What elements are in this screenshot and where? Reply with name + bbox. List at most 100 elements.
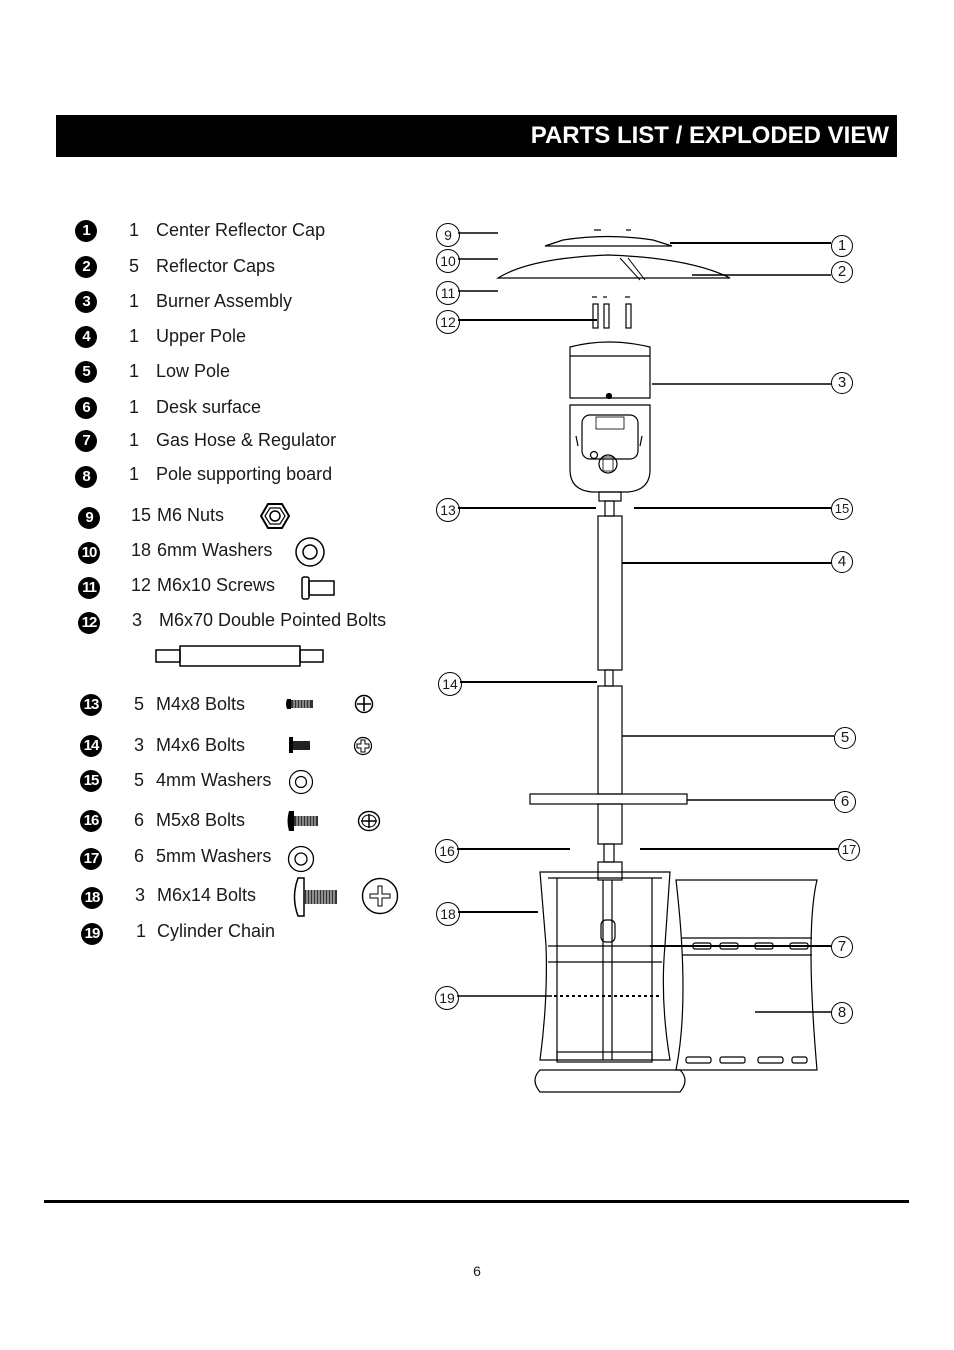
callout-5: 5 bbox=[834, 727, 856, 749]
part-name: M6 Nuts bbox=[157, 505, 225, 525]
part-name: M4x8 Bolts bbox=[156, 694, 246, 714]
part-number-badge: 18 bbox=[81, 887, 103, 909]
part-number-badge: 13 bbox=[80, 694, 102, 716]
callout-15: 15 bbox=[831, 498, 853, 520]
part-name: Pole supporting board bbox=[156, 464, 333, 484]
part-name: M4x6 Bolts bbox=[156, 735, 246, 755]
part-name: Center Reflector Cap bbox=[156, 220, 326, 240]
callout-18: 18 bbox=[436, 902, 460, 926]
part-number-badge: 7 bbox=[75, 430, 97, 452]
callout-16: 16 bbox=[435, 839, 459, 863]
part-number-badge: 15 bbox=[80, 770, 102, 792]
part-qty: 1 bbox=[129, 361, 140, 381]
part-number-badge: 5 bbox=[75, 361, 97, 383]
part-number-badge: 12 bbox=[78, 612, 100, 634]
callout-10: 10 bbox=[436, 249, 460, 273]
callout-7: 7 bbox=[831, 936, 853, 958]
screw-icon bbox=[301, 576, 335, 600]
part-name: 5mm Washers bbox=[156, 846, 272, 866]
part-name: Desk surface bbox=[156, 397, 262, 417]
burner-top-shape bbox=[569, 341, 651, 399]
phillips-head-icon bbox=[354, 694, 374, 714]
part-qty: 1 bbox=[129, 464, 140, 484]
burner-body-shape bbox=[569, 404, 651, 493]
bolt-side-icon bbox=[287, 811, 318, 831]
cylinder-housing-shape bbox=[539, 871, 671, 1061]
part-qty: 12 bbox=[131, 575, 152, 595]
page-title: PARTS LIST / EXPLODED VIEW bbox=[530, 122, 889, 149]
part-number-badge: 14 bbox=[80, 735, 102, 757]
part-qty: 5 bbox=[134, 694, 145, 714]
upper-pole-shape bbox=[597, 515, 623, 671]
callout-13: 13 bbox=[436, 498, 460, 522]
part-number-badge: 6 bbox=[75, 397, 97, 419]
part-name: Upper Pole bbox=[156, 326, 247, 346]
callout-2: 2 bbox=[831, 261, 853, 283]
part-qty: 5 bbox=[129, 256, 140, 276]
part-qty: 1 bbox=[136, 921, 147, 941]
part-name: Burner Assembly bbox=[156, 291, 293, 311]
desk-surface-shape bbox=[529, 793, 688, 805]
callout-14: 14 bbox=[438, 672, 462, 696]
part-qty: 18 bbox=[131, 540, 152, 560]
phillips-head-icon bbox=[361, 877, 399, 915]
part-name: M5x8 Bolts bbox=[156, 810, 246, 830]
part-name: Low Pole bbox=[156, 361, 231, 381]
part-name: 6mm Washers bbox=[157, 540, 273, 560]
callout-19: 19 bbox=[435, 986, 459, 1010]
part-number-badge: 3 bbox=[75, 291, 97, 313]
part-name: Gas Hose & Regulator bbox=[156, 430, 337, 450]
footer-divider bbox=[44, 1200, 909, 1203]
part-qty: 5 bbox=[134, 770, 145, 790]
callout-17: 17 bbox=[838, 839, 860, 861]
bolt-side-icon bbox=[293, 877, 337, 917]
part-qty: 3 bbox=[132, 610, 143, 630]
part-name: Cylinder Chain bbox=[157, 921, 276, 941]
part-number-badge: 2 bbox=[75, 256, 97, 278]
part-number-badge: 8 bbox=[75, 466, 97, 488]
low-pole-shape bbox=[597, 685, 623, 795]
callout-9: 9 bbox=[436, 223, 460, 247]
washer-icon bbox=[287, 845, 315, 873]
part-name: M6x10 Screws bbox=[157, 575, 276, 595]
bolt-side-icon bbox=[289, 737, 310, 753]
part-qty: 15 bbox=[131, 505, 152, 525]
page-number: 6 bbox=[473, 1263, 481, 1279]
callout-4: 4 bbox=[831, 551, 853, 573]
part-number-badge: 17 bbox=[80, 848, 102, 870]
part-qty: 3 bbox=[135, 885, 146, 905]
part-qty: 1 bbox=[129, 430, 140, 450]
part-number-badge: 19 bbox=[81, 923, 103, 945]
pole-supporting-board-shape bbox=[675, 879, 818, 1071]
part-name: Reflector Caps bbox=[156, 256, 276, 276]
header-bar: PARTS LIST / EXPLODED VIEW bbox=[56, 115, 897, 157]
part-name: 4mm Washers bbox=[156, 770, 272, 790]
callout-12: 12 bbox=[436, 310, 460, 334]
washer-icon bbox=[295, 537, 325, 567]
exploded-view-diagram bbox=[457, 229, 838, 1093]
callout-3: 3 bbox=[831, 372, 853, 394]
part-name: M6x70 Double Pointed Bolts bbox=[159, 610, 387, 630]
double-pointed-bolt-icon bbox=[155, 645, 324, 667]
phillips-head-icon bbox=[353, 736, 373, 756]
part-qty: 1 bbox=[129, 220, 140, 240]
callout-1: 1 bbox=[831, 235, 853, 257]
callout-11: 11 bbox=[436, 281, 460, 305]
part-name: M6x14 Bolts bbox=[157, 885, 257, 905]
part-number-badge: 1 bbox=[75, 220, 97, 242]
washer-icon bbox=[288, 769, 314, 795]
part-number-badge: 16 bbox=[80, 810, 102, 832]
callout-6: 6 bbox=[834, 791, 856, 813]
part-number-badge: 10 bbox=[78, 542, 100, 564]
part-qty: 1 bbox=[129, 326, 140, 346]
center-reflector-cap-shape bbox=[544, 235, 673, 247]
part-qty: 1 bbox=[129, 291, 140, 311]
phillips-head-icon bbox=[357, 810, 381, 832]
stand-base-shape bbox=[534, 1069, 686, 1093]
hex-nut-icon bbox=[260, 503, 290, 529]
part-qty: 6 bbox=[134, 810, 145, 830]
bolt-side-icon bbox=[286, 699, 313, 709]
part-number-badge: 11 bbox=[78, 577, 100, 599]
part-qty: 6 bbox=[134, 846, 145, 866]
part-qty: 3 bbox=[134, 735, 145, 755]
